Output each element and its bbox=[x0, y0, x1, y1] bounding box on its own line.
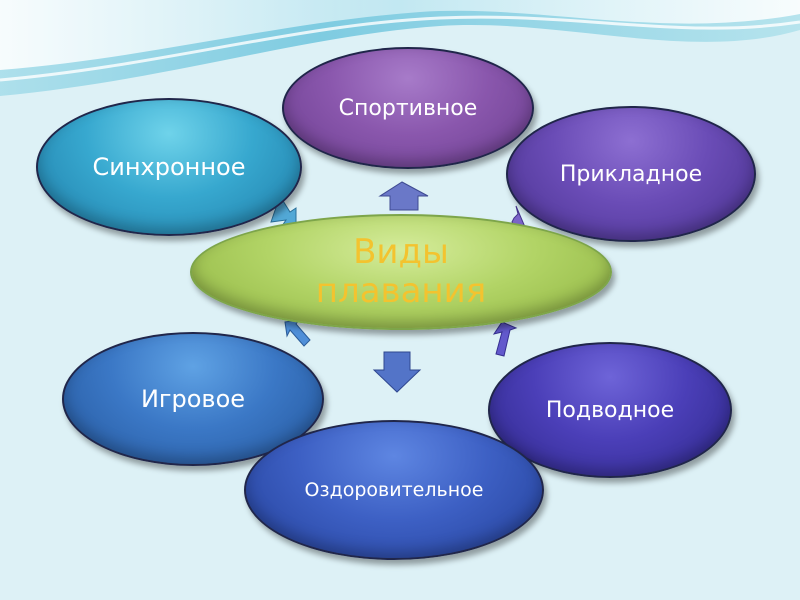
node-center: Виды плавания bbox=[190, 214, 612, 330]
node-game-label: Игровое bbox=[140, 385, 246, 413]
node-health: Оздоровительное bbox=[244, 420, 544, 560]
node-applied: Прикладное bbox=[506, 106, 756, 242]
arrow-up-icon bbox=[378, 181, 429, 211]
node-synchronized-label: Синхронное bbox=[92, 153, 246, 181]
node-applied-label: Прикладное bbox=[559, 161, 703, 187]
node-underwater: Подводное bbox=[488, 342, 732, 478]
node-sport-label: Спортивное bbox=[338, 95, 478, 121]
node-game: Игровое bbox=[62, 332, 324, 466]
node-underwater-label: Подводное bbox=[545, 397, 675, 423]
node-synchronized: Синхронное bbox=[36, 98, 302, 236]
node-health-label: Оздоровительное bbox=[304, 479, 484, 501]
node-center-label: Виды плавания bbox=[315, 231, 487, 311]
arrow-downright-icon bbox=[492, 321, 518, 357]
arrow-down-icon bbox=[372, 351, 422, 393]
node-sport: Спортивное bbox=[282, 47, 534, 169]
